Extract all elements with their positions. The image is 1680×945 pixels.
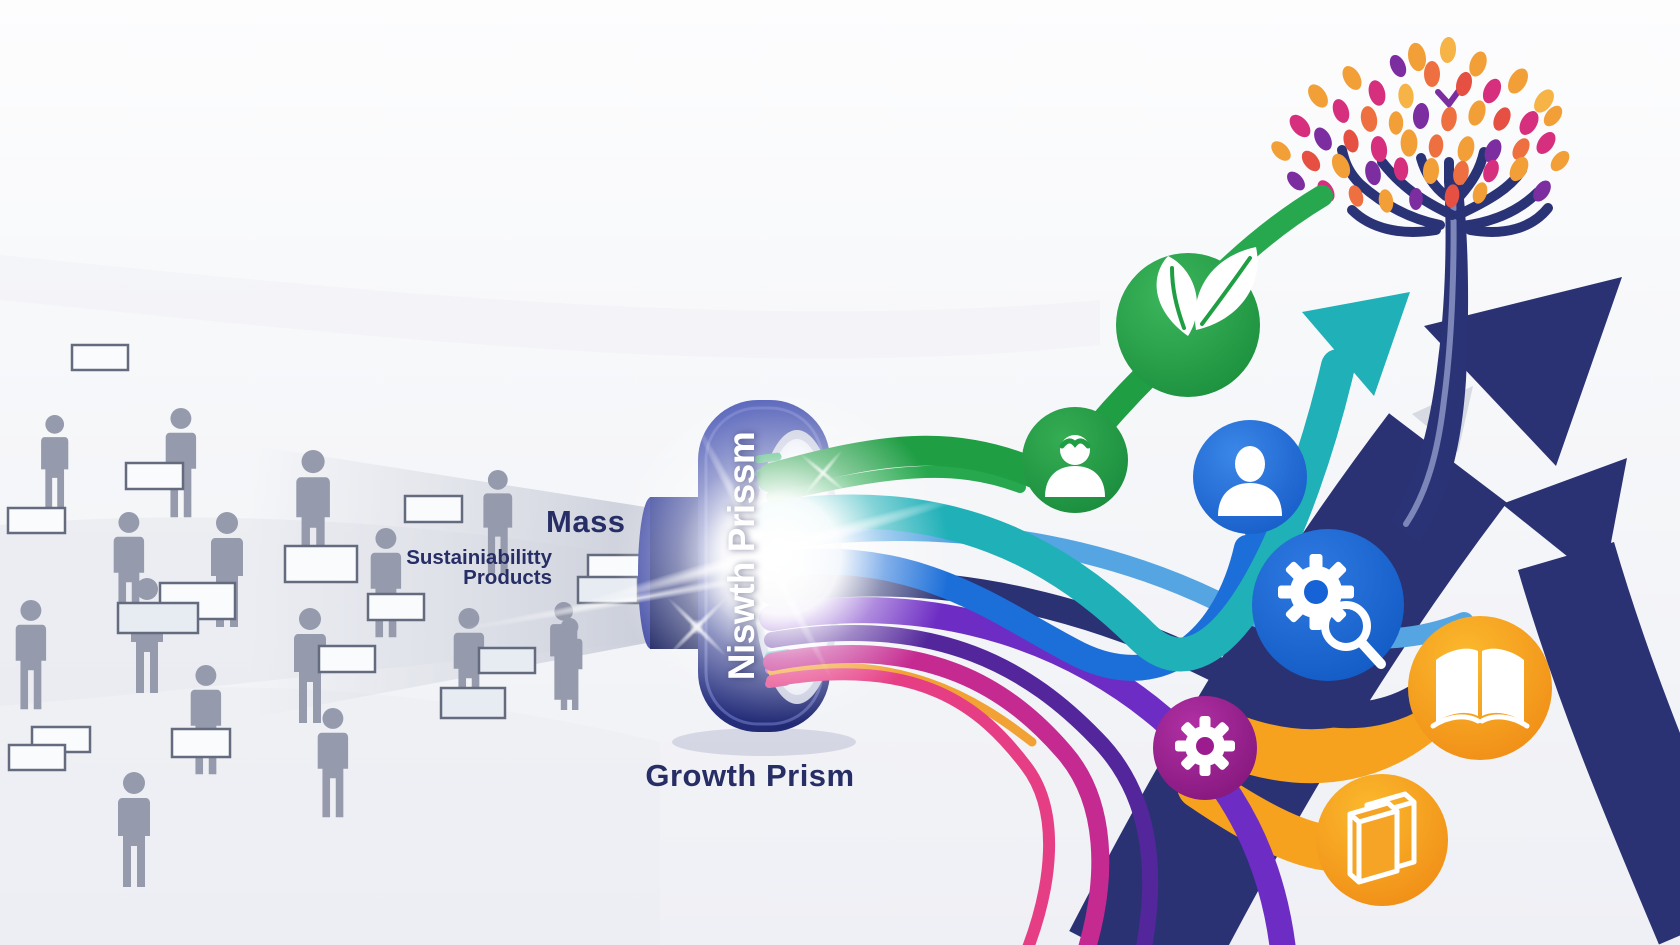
tree-leaf (1370, 136, 1388, 162)
tree-leaf (1398, 83, 1414, 109)
tree-leaf (1484, 139, 1502, 163)
tree-leaf (1400, 129, 1418, 157)
speech-box (70, 343, 130, 372)
user-icon (1045, 435, 1105, 497)
tree-leaf (1388, 111, 1404, 135)
tree-leaf (1393, 157, 1409, 181)
tree-leaf (1409, 187, 1423, 211)
tree-leaf (1348, 185, 1364, 207)
tree-leaf (1519, 111, 1539, 135)
tree-leaf (1483, 159, 1499, 183)
tree-leaf (1407, 42, 1427, 72)
tree-leaf (1343, 129, 1359, 153)
tree-leaf (1331, 153, 1351, 179)
growth-tree (1271, 37, 1570, 542)
tree-leaf (1493, 107, 1511, 131)
trend-arrow-large (1069, 277, 1622, 945)
arrow-up-right-icon (1069, 413, 1507, 945)
tree-leaf (1534, 89, 1554, 113)
sustainability-label-line2: Products (463, 566, 552, 589)
sustainability-label-line1: Sustainiabilitty (406, 546, 552, 569)
speech-box (366, 592, 426, 622)
speech-box (439, 686, 507, 720)
speech-box (124, 461, 185, 491)
user-icon (1218, 446, 1282, 516)
tree-leaf (1412, 103, 1430, 129)
books-icon (1347, 791, 1417, 885)
node-sustainability-leaf (1116, 247, 1260, 397)
tree-leaf (1342, 66, 1362, 90)
caption-growth-prism: Growth Prism (645, 758, 855, 793)
mass-label: Mass (546, 504, 626, 539)
tree-leaf (1424, 61, 1440, 87)
speech-box (170, 727, 232, 759)
speech-box (7, 743, 67, 772)
leaf-icon (1156, 247, 1258, 336)
person-silhouette (41, 415, 69, 513)
speech-box (283, 544, 359, 584)
tree-foliage (1271, 37, 1570, 213)
gear-icon (1175, 716, 1235, 776)
speech-box (317, 644, 377, 674)
open-book-icon (1430, 648, 1530, 729)
tree-leaf (1422, 158, 1440, 184)
tree-leaf (1314, 127, 1332, 151)
tree-leaf (1550, 150, 1570, 172)
node-knowledge-open-book (1408, 616, 1552, 760)
tree-leaf (1508, 68, 1528, 94)
tree-leaf (1512, 138, 1530, 160)
teal-arrowhead (1302, 292, 1410, 396)
tree-leaf (1301, 150, 1321, 172)
arrow-up-right-icon (1517, 542, 1680, 945)
tree-leaf (1289, 114, 1311, 138)
tree-leaf (1287, 171, 1305, 191)
tree-leaf (1365, 160, 1381, 186)
light-burst (452, 388, 982, 724)
tree-leaf (1509, 156, 1529, 182)
tree-leaf (1378, 189, 1394, 213)
tree-leaf (1444, 184, 1460, 208)
tree-leaf (1332, 99, 1350, 123)
tree-leaf (1457, 136, 1475, 162)
tree-leaf (1368, 80, 1386, 106)
tree-leaf (1536, 132, 1556, 154)
tree-leaf (1428, 134, 1444, 158)
sustainability-label: Sustainiabilitty Products (372, 546, 552, 589)
tree-leaf (1533, 180, 1551, 202)
trend-arrow-small (1502, 458, 1680, 945)
tree-leaf (1472, 182, 1488, 204)
tree-leaf (1389, 54, 1407, 78)
tree-leaf (1469, 51, 1487, 77)
tree-leaf (1482, 78, 1502, 104)
gear-search-icon (1278, 554, 1354, 630)
tree-leaf (1441, 106, 1457, 132)
speech-box (403, 494, 464, 524)
speech-box (6, 506, 67, 535)
tree-leaf (1308, 84, 1328, 108)
tree-leaf (1468, 100, 1486, 126)
tree-leaf (1453, 160, 1469, 186)
tree-trunk (1390, 180, 1469, 542)
tree-leaf (1439, 37, 1457, 63)
speech-box (477, 646, 537, 675)
node-audience-blue (1193, 420, 1307, 534)
node-audience-green (1022, 407, 1128, 513)
tree-leaf (1543, 105, 1563, 127)
speech-box (116, 601, 200, 635)
node-process (1153, 696, 1257, 800)
node-knowledge-books (1316, 774, 1448, 906)
tree-leaf (1455, 71, 1473, 97)
prism-vertical-label: Niswth Prissm (721, 431, 762, 681)
tree-leaf (1360, 106, 1378, 132)
node-process-search (1252, 529, 1404, 681)
tree-leaf (1271, 141, 1291, 161)
